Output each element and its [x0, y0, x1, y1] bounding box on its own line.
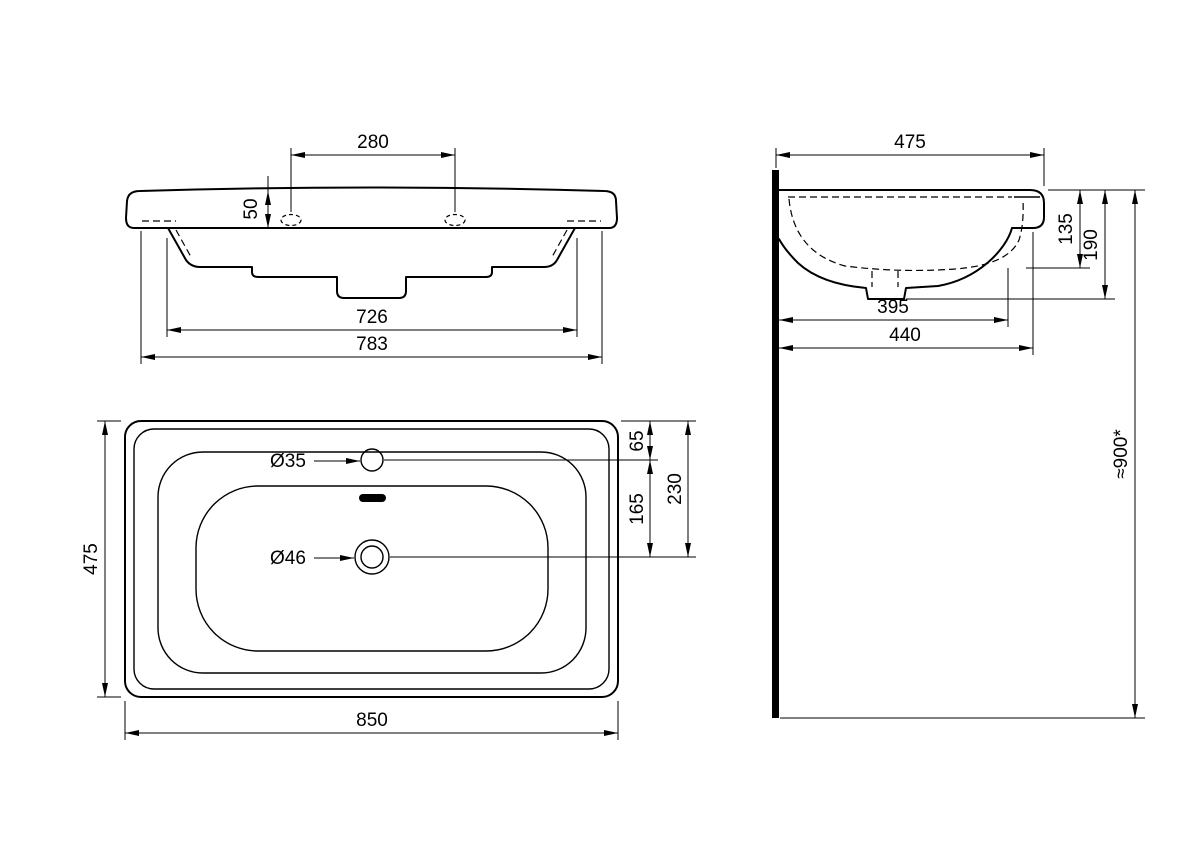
dim-tap-to-drain-label: 165: [627, 493, 648, 525]
tap-hole-icon: [360, 448, 384, 472]
dim-mounting-height-label: ≈900*: [1111, 429, 1132, 479]
hidden-bowl-contour: [788, 198, 1024, 272]
dim-depth-label: 475: [81, 543, 102, 575]
hidden-wall-left: [175, 229, 192, 258]
tap-hole-diameter-label: Ø35: [270, 451, 306, 472]
dim-side-depth-label: 475: [894, 132, 926, 153]
side-profile-outline: [778, 189, 1045, 300]
side-view: 475 135 190 395 440 ≈900*: [772, 132, 1145, 719]
dim-bowl-front-label: 395: [877, 297, 909, 318]
dim-width-label: 850: [356, 710, 388, 731]
dim-rim-height-label: 50: [241, 198, 262, 219]
front-rim-outline: [125, 186, 618, 229]
hidden-wall-right: [551, 229, 568, 258]
wall-section: [772, 170, 779, 718]
front-basin-underside: [167, 227, 576, 299]
tap-hole-right-icon: [444, 213, 466, 227]
tap-hole-left-icon: [280, 213, 302, 227]
plan-rim-inner-edge: [133, 428, 610, 690]
plan-basin-bottom-edge: [195, 485, 549, 652]
dim-height-label: 190: [1081, 229, 1102, 261]
dim-drain-from-back-label: 230: [665, 473, 686, 505]
plan-basin-top-edge: [157, 451, 587, 674]
dim-tap-from-back-label: 65: [627, 430, 648, 451]
overflow-slot-icon: [359, 494, 386, 502]
dim-basin-width-label: 726: [356, 307, 388, 328]
dim-bowl-depth-label: 135: [1056, 213, 1077, 245]
plan-outer-edge: [124, 420, 619, 698]
drain-inner-icon: [360, 545, 384, 569]
dim-underside-depth-label: 440: [889, 325, 921, 346]
plan-view: Ø35 Ø46 65 165 230 475 850: [81, 420, 696, 740]
dim-body-width-label: 783: [356, 334, 388, 355]
drain-diameter-label: Ø46: [270, 548, 306, 569]
drain-outer-icon: [354, 539, 390, 575]
dim-faucet-spacing-label: 280: [357, 132, 389, 153]
front-view: 280 50 726 783: [125, 132, 618, 364]
